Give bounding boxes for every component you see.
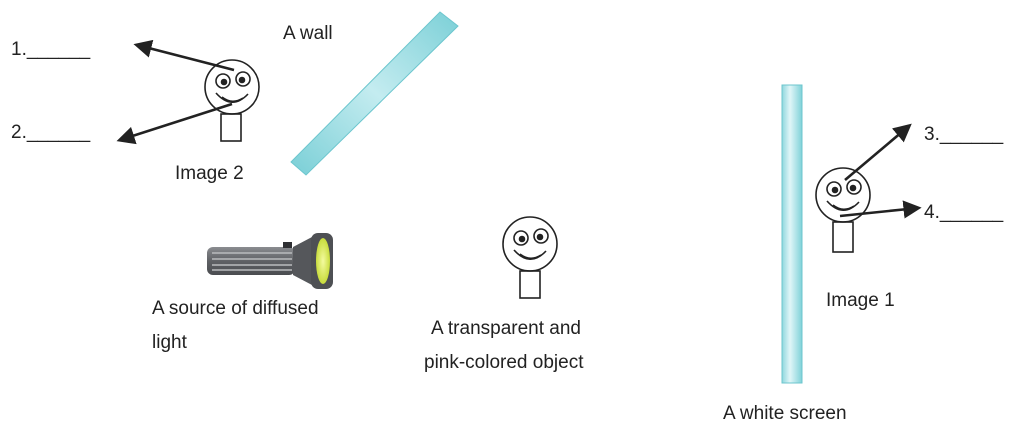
image1-label: Image 1 xyxy=(826,290,895,311)
object-label-line2: pink-colored object xyxy=(424,352,584,373)
blank-3[interactable]: 3.______ xyxy=(924,124,1004,145)
wall-label: A wall xyxy=(283,23,333,44)
wall-mirror xyxy=(290,11,459,176)
blank-2[interactable]: 2.______ xyxy=(11,122,91,143)
object-label-line1: A transparent and xyxy=(431,318,581,339)
flashlight-icon xyxy=(207,233,333,289)
object-figure xyxy=(502,216,558,299)
image2-label: Image 2 xyxy=(175,163,244,184)
blank-1[interactable]: 1.______ xyxy=(11,39,91,60)
arrow-3 xyxy=(844,123,912,181)
blank-4[interactable]: 4.______ xyxy=(924,202,1004,223)
screen-label: A white screen xyxy=(723,403,847,421)
image1-figure xyxy=(815,167,871,253)
light-source-label-line1: A source of diffused xyxy=(152,298,319,319)
arrow-1 xyxy=(133,39,235,72)
image2-figure xyxy=(204,59,260,142)
arrow-4 xyxy=(839,200,922,219)
light-source-label-line2: light xyxy=(152,332,187,353)
white-screen xyxy=(781,84,803,384)
arrow-2 xyxy=(116,102,233,145)
